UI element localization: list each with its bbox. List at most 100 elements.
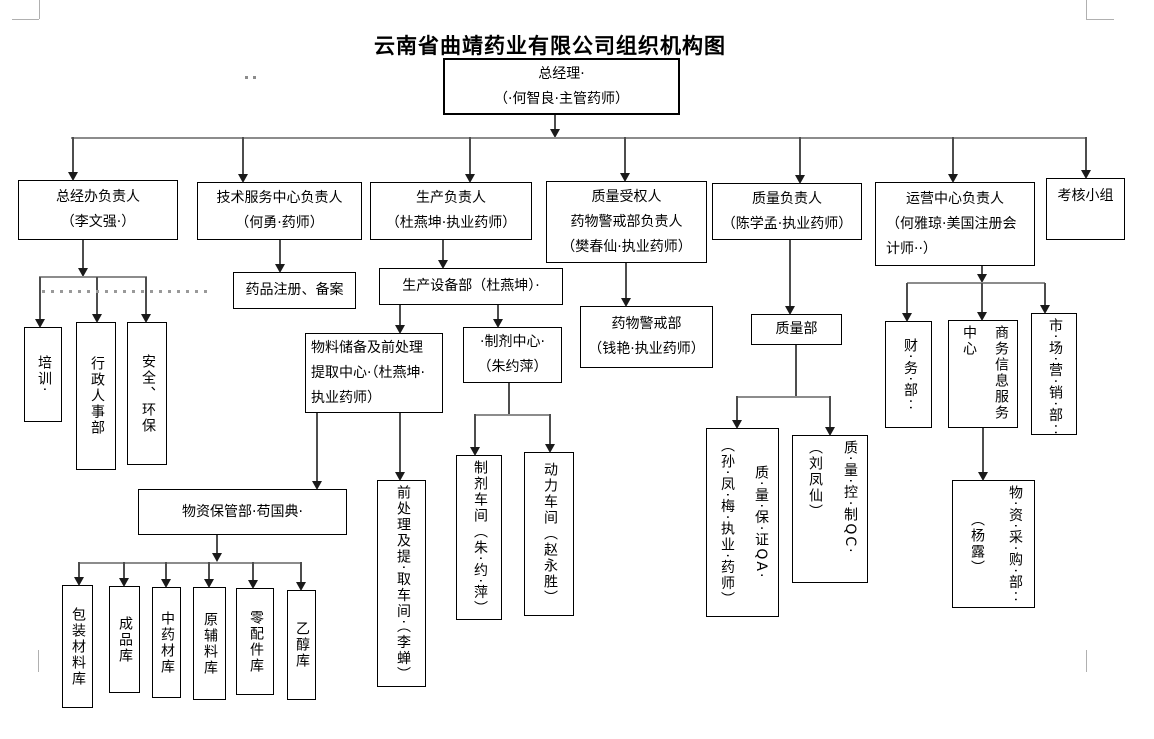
org-node-label: （陈学孟·执业药师）: [721, 215, 853, 232]
format-mark-dot: [245, 76, 248, 79]
org-node-yyzx: 运营中心负责人（何雅琼·美国注册会计师··）: [875, 182, 1035, 266]
arrowhead-down-icon: [795, 175, 805, 184]
org-node-label: 质·量·控·制QC·: [842, 440, 858, 555]
arrowhead-down-icon: [978, 472, 988, 481]
org-connector-line: [72, 137, 74, 174]
org-node-cwb: 财·务·部··: [885, 321, 932, 428]
org-node-dlcj: 动力车间（赵永胜）: [524, 452, 574, 616]
arrowhead-down-icon: [620, 173, 630, 182]
org-connector-line: [216, 535, 218, 556]
org-node-label: 总经办负责人: [56, 189, 140, 205]
arrowhead-down-icon: [902, 313, 912, 322]
org-connector-line: [549, 414, 551, 446]
org-node-wzcg: 物·资·采·购·部··（杨露）: [952, 480, 1035, 608]
org-node-label: 考核小组: [1057, 188, 1114, 204]
org-node-label: 商务信息服务: [993, 325, 1009, 421]
org-connector-line: [300, 562, 302, 584]
arrowhead-down-icon: [550, 129, 560, 138]
chart-title: 云南省曲靖药业有限公司组织机构图: [374, 34, 726, 58]
org-connector-line: [474, 414, 476, 449]
arrowhead-down-icon: [395, 472, 405, 481]
org-node-zjcj: 制剂车间（朱·约·萍）: [456, 455, 502, 620]
arrowhead-down-icon: [438, 260, 448, 269]
org-node-label: 培训·: [36, 355, 52, 394]
org-connector-line: [789, 240, 791, 308]
org-node-scsbb: 生产设备部（杜燕坤）·: [379, 268, 563, 305]
org-node-zlbz: 质·量·保·证QA·（孙·凤·梅·执业·药师）: [706, 428, 779, 617]
arrowhead-down-icon: [470, 447, 480, 456]
org-connector-line: [475, 414, 551, 416]
arrowhead-down-icon: [161, 579, 171, 588]
org-node-label: 质量负责人: [752, 190, 822, 207]
org-node-zyck: 中药材库: [152, 587, 181, 698]
org-node-zjzx: ·制剂中心·（朱约萍）: [463, 327, 562, 383]
org-connector-line: [497, 305, 499, 321]
arrowhead-down-icon: [465, 174, 475, 183]
org-connector-line: [554, 115, 556, 131]
org-node-label: 药物警戒部: [611, 316, 682, 332]
arrowhead-down-icon: [35, 319, 45, 328]
org-node-gm: 总经理·（·何智良·主管药师）: [443, 58, 680, 115]
org-node-label: （何勇·药师）: [235, 215, 324, 231]
org-connector-line: [442, 240, 444, 262]
org-connector-line: [399, 305, 401, 327]
org-node-label: 计师··）: [886, 240, 937, 257]
org-connector-line: [165, 562, 167, 581]
org-node-label: （钱艳·执业药师）: [588, 341, 705, 357]
org-node-label: 药物警戒部负责人: [570, 213, 683, 230]
org-node-zjb: 总经办负责人 （李文强·）: [18, 180, 178, 240]
org-node-label: 零配件库: [248, 609, 264, 674]
org-node-scfzr: 生产负责人（杜燕坤·执业药师）: [370, 182, 532, 240]
org-node-label: （李文强·）: [60, 214, 136, 230]
arrowhead-down-icon: [1040, 305, 1050, 314]
org-node-label: 包装材料库: [70, 606, 86, 687]
org-connector-line: [624, 137, 626, 175]
org-node-label: （杜燕坤·执业药师）: [385, 215, 517, 231]
org-node-label: 物·资·采·购·部··: [1007, 485, 1023, 604]
arrowhead-down-icon: [312, 481, 322, 490]
org-node-lpjk: 零配件库: [236, 588, 274, 695]
org-node-label: 动力车间（赵永胜）: [542, 462, 558, 606]
org-node-label: 中心: [961, 325, 977, 357]
org-connector-line: [906, 283, 908, 315]
arrowhead-down-icon: [785, 306, 795, 315]
org-node-zlb: 质量部: [751, 314, 842, 345]
org-node-zlsqr: 质量受权人药物警戒部负责人（樊春仙·执业药师）: [546, 181, 707, 263]
org-node-label: 提取中心·（杜燕坤·: [311, 364, 425, 381]
org-connector-line: [82, 240, 84, 271]
arrowhead-down-icon: [296, 582, 306, 591]
org-node-label: 质量部: [775, 321, 818, 337]
org-connector-line: [469, 137, 471, 176]
org-connector-line: [981, 266, 983, 277]
org-node-ypzc: 药品注册、备案: [233, 272, 356, 309]
org-node-label: 成品库: [117, 615, 133, 664]
org-connector-line: [78, 562, 80, 579]
org-connector-line: [799, 137, 801, 177]
arrowhead-down-icon: [493, 319, 503, 328]
org-connector-line: [145, 277, 147, 316]
org-connector-line: [737, 396, 831, 398]
org-node-zlfzr: 质量负责人 （陈学孟·执业药师）: [712, 183, 862, 240]
org-node-wlcb: 物料储备及前处理提取中心·（杜燕坤·执业药师）: [305, 333, 443, 413]
arrowhead-down-icon: [74, 577, 84, 586]
arrowhead-down-icon: [621, 298, 631, 307]
org-node-bzcl: 包装材料库: [62, 585, 93, 708]
arrowhead-down-icon: [825, 427, 835, 436]
org-connector-line: [279, 240, 281, 266]
org-node-label: （刘凤仙）: [807, 440, 823, 520]
org-connector-line: [829, 396, 831, 429]
crop-mark-bottom-right-v: [1086, 650, 1087, 672]
arrowhead-down-icon: [977, 312, 987, 321]
org-connector-line: [242, 137, 244, 176]
arrowhead-down-icon: [141, 314, 151, 323]
org-node-label: 质量受权人: [591, 188, 662, 205]
org-connector-line: [982, 428, 984, 474]
arrowhead-down-icon: [948, 174, 958, 183]
org-node-xzrsb: 行政人事部: [76, 322, 116, 470]
arrowhead-down-icon: [248, 580, 258, 589]
org-node-yflk: 原辅料库: [193, 587, 226, 700]
org-node-label: 制剂车间（朱·约·萍）: [472, 460, 488, 617]
org-node-label: 乙醇库: [294, 621, 310, 669]
org-node-label: 财·务·部··: [902, 337, 918, 412]
